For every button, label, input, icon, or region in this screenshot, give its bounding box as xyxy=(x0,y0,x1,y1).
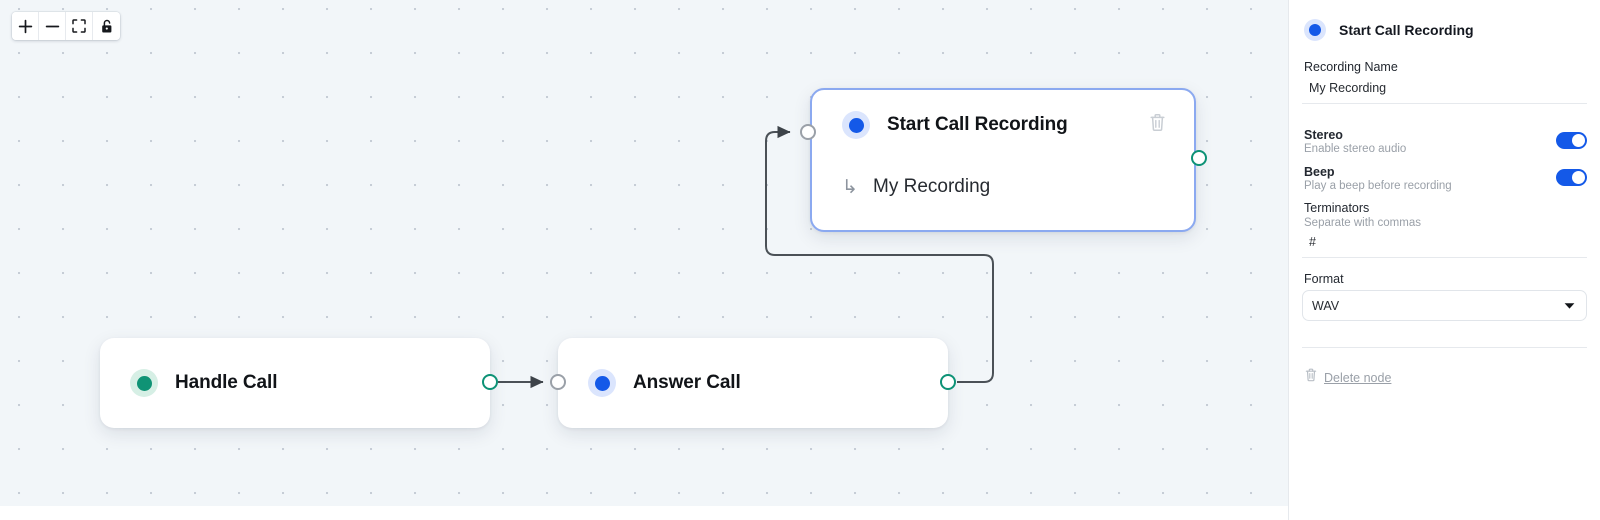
node-status-dot-icon xyxy=(588,369,616,397)
fit-view-button[interactable] xyxy=(66,12,93,40)
node-status-dot-icon xyxy=(842,111,870,139)
zoom-out-button[interactable] xyxy=(39,12,66,40)
delete-node-button[interactable]: Delete node xyxy=(1302,348,1587,387)
zoom-in-button[interactable] xyxy=(12,12,39,40)
stereo-label: Stereo xyxy=(1304,128,1343,142)
recording-name-input[interactable] xyxy=(1302,77,1587,104)
minus-icon xyxy=(45,19,60,34)
chevron-down-icon xyxy=(1564,297,1575,315)
lock-button[interactable] xyxy=(93,12,120,40)
node-answer-call-row: Answer Call xyxy=(558,338,948,428)
node-start-call-recording[interactable]: Start Call Recording ↳ My Recording xyxy=(810,88,1196,232)
beep-description: Play a beep before recording xyxy=(1304,180,1452,192)
format-selected-value: WAV xyxy=(1312,298,1340,313)
node-answer-call[interactable]: Answer Call xyxy=(558,338,948,428)
lock-icon xyxy=(100,19,114,34)
node-delete-icon[interactable] xyxy=(1149,113,1166,137)
recording-name-label: Recording Name xyxy=(1304,60,1398,74)
node-properties-panel: Start Call Recording Recording Name Ster… xyxy=(1288,0,1600,520)
panel-divider xyxy=(1302,347,1587,348)
handle-output-handle-call[interactable] xyxy=(482,374,498,390)
stereo-description: Enable stereo audio xyxy=(1304,143,1407,155)
delete-node-label: Delete node xyxy=(1324,370,1392,385)
panel-title: Start Call Recording xyxy=(1339,22,1474,38)
beep-label: Beep xyxy=(1304,165,1335,179)
panel-header: Start Call Recording xyxy=(1302,0,1587,60)
node-handle-call-row: Handle Call xyxy=(100,338,490,428)
stereo-setting-row: Stereo Enable stereo audio xyxy=(1302,118,1587,155)
canvas-toolbar xyxy=(12,12,120,40)
corner-down-right-arrow-icon: ↳ xyxy=(842,176,858,198)
handle-output-answer-call[interactable] xyxy=(940,374,956,390)
beep-setting-row: Beep Play a beep before recording xyxy=(1302,155,1587,192)
plus-icon xyxy=(18,19,33,34)
node-title: Handle Call xyxy=(175,372,278,393)
handle-input-answer-call[interactable] xyxy=(550,374,566,390)
flow-canvas[interactable]: Handle Call Answer Call Start Call Recor… xyxy=(0,0,1288,520)
terminators-input[interactable] xyxy=(1302,231,1587,258)
canvas-bottom-strip xyxy=(0,506,1288,520)
beep-toggle[interactable] xyxy=(1556,169,1587,186)
trash-icon xyxy=(1305,368,1317,387)
format-select[interactable]: WAV xyxy=(1302,290,1587,321)
handle-output-start-call-recording[interactable] xyxy=(1191,150,1207,166)
node-start-call-recording-header: Start Call Recording xyxy=(812,90,1194,160)
node-handle-call[interactable]: Handle Call xyxy=(100,338,490,428)
terminators-label: Terminators xyxy=(1304,201,1370,215)
node-subtitle-row: ↳ My Recording xyxy=(812,160,1194,214)
node-title: Start Call Recording xyxy=(887,114,1068,135)
node-subtitle: My Recording xyxy=(873,176,991,197)
stereo-toggle[interactable] xyxy=(1556,132,1587,149)
edge-layer xyxy=(498,125,994,389)
terminators-description: Separate with commas xyxy=(1304,217,1421,229)
node-title: Answer Call xyxy=(633,372,741,393)
format-label: Format xyxy=(1304,272,1344,286)
fit-view-icon xyxy=(72,19,86,33)
handle-input-start-call-recording[interactable] xyxy=(800,124,816,140)
panel-status-dot-icon xyxy=(1304,19,1326,41)
node-status-dot-icon xyxy=(130,369,158,397)
